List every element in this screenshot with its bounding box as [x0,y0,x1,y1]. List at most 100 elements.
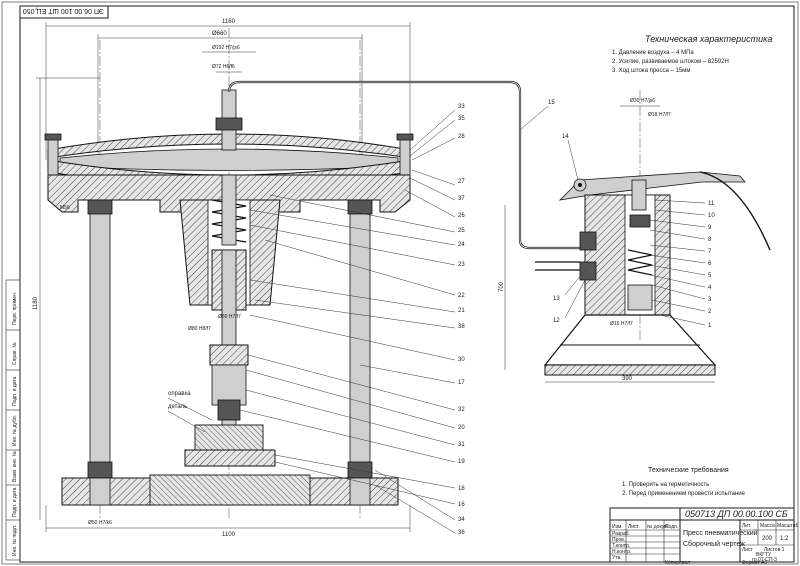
main-press-view: 1160 Ø660 Ø192 H7/js6 Ø72 H6/f6 1180 [33,19,465,538]
callout-17: 17 [458,380,465,386]
callout-9: 9 [708,225,712,231]
callout-34: 34 [458,517,465,523]
row-3: Подп. [665,524,678,530]
role-4: Утв. [612,555,622,561]
callout-38: 38 [458,324,465,330]
callout-22: 22 [458,293,465,299]
callout-3: 3 [708,297,712,303]
dim-1180: 1180 [33,296,39,310]
mass-label: Масса [760,523,775,529]
role-0: Разраб. [612,531,630,537]
callout-23: 23 [458,262,465,268]
dim-18: Ø18 H7/f7 [648,112,671,118]
row-2: № докум. [647,524,669,530]
callout-8: 8 [708,237,712,243]
stamp-2: Справ. № [12,342,18,365]
callout-15: 15 [548,100,555,106]
callout-27: 27 [458,179,465,185]
callout-24: 24 [458,242,465,248]
callout-33: 33 [458,104,465,110]
valve-view: Техническая характеристика 1. Давление в… [499,34,772,383]
callout-11: 11 [708,201,715,207]
stamp-4: Инв. № дубл. [12,415,18,446]
dim-700: 700 [499,281,505,292]
stamp-1: Перв. примен. [12,292,18,325]
doc-code-text: ЭП 06.00.100 ШТ ЕЦ.050 [23,7,104,14]
dim-16: Ø16 H7/f7 [610,321,633,327]
tech-req-line-1: 1. Проверить на герметичность [622,482,709,488]
mass-value: 200 [762,536,773,542]
format-label: Формат A1 [742,560,767,566]
callout-5: 5 [708,273,712,279]
callout-12: 12 [553,318,560,324]
callout-13: 13 [553,296,560,302]
dim-1100: 1100 [222,532,236,538]
name-line-2: Сборочный чертеж [683,540,745,548]
callout-1: 1 [708,323,712,329]
dim-660: Ø660 [212,31,227,37]
callout-7: 7 [708,249,712,255]
tech-spec-line-2: 2. Усилие, развиваемое штоком – 82592Н [612,59,729,65]
dim-60: Ø60 H7/f7 [218,314,241,320]
org-line-1: ВКГТУ [756,552,772,558]
callout-4: 4 [708,285,712,291]
tech-req-title: Технические требования [648,466,729,474]
stamp-3: Подп. и дата [12,376,18,406]
sheets-label: Листов 1 [764,547,785,553]
role-3: Н.контр. [612,549,631,555]
callout-6: 6 [708,261,712,267]
stamp-7: Инв. № подл. [12,525,18,556]
tech-req-line-2: 2. Перед применением провести испытание [622,491,746,497]
role-2: Т.контр. [612,543,630,549]
row-0: Изм. [612,524,623,530]
label-detal: деталь [168,404,187,410]
dim-390: 390 [622,376,633,382]
scale-label: Масштаб [777,523,799,529]
callout-36: 36 [458,530,465,536]
callout-25: 25 [458,228,465,234]
copied-label: Копировал [665,560,690,566]
dim-1160: 1160 [222,19,236,25]
callout-35: 35 [458,116,465,122]
title-block: 050713 ДП 00.00.100 СБ Пресс пневматичес… [609,507,799,563]
org-line-2: гр.07-СП-3 [752,557,777,563]
callout-10: 10 [708,213,715,219]
callout-18: 18 [458,486,465,492]
dim-30: Ø30 H7/js6 [630,98,655,104]
dim-m56: М56 [60,205,70,211]
stage-label: Лит. [742,523,751,529]
sheet-label: Лист [742,547,754,553]
doc-code-box: ЭП 06.00.100 ШТ ЕЦ.050 [19,5,109,19]
callout-31: 31 [458,442,465,448]
row-1: Лист [628,524,640,530]
callout-26: 26 [458,213,465,219]
callout-30: 30 [458,357,465,363]
dim-50: Ø50 H7/k6 [88,520,112,526]
callout-28: 28 [458,134,465,140]
stamp-5: Взам. инв. № [12,451,18,482]
callout-32: 32 [458,407,465,413]
dim-192: Ø192 H7/js6 [212,45,240,51]
tech-spec-line-1: 1. Давление воздуха – 4 МПа [612,50,694,56]
callout-21: 21 [458,308,465,314]
tech-spec-line-3: 3. Ход штока пресса – 15мм [612,68,690,74]
callout-14: 14 [562,134,569,140]
right-callouts: 11 10 9 8 7 6 5 4 3 2 1 [708,201,715,329]
name-line-1: Пресс пневматический [683,529,758,537]
side-stamp: Перв. примен. Справ. № Подп. и дата Инв.… [5,279,21,561]
doc-number: 050713 ДП 00.00.100 СБ [685,509,788,519]
callout-19: 19 [458,459,465,465]
dim-80: Ø80 H8/f7 [188,326,211,332]
tech-spec-title: Техническая характеристика [645,34,772,44]
dim-72: Ø72 H6/f6 [212,64,235,70]
stamp-6: Подп. и дата [12,487,18,517]
scale-value: 1:2 [780,536,789,542]
callout-20: 20 [458,425,465,431]
callout-2: 2 [708,309,712,315]
callout-16: 16 [458,502,465,508]
label-opravka: оправка [168,391,191,397]
callout-37: 37 [458,196,465,202]
role-1: Пров. [612,537,625,543]
